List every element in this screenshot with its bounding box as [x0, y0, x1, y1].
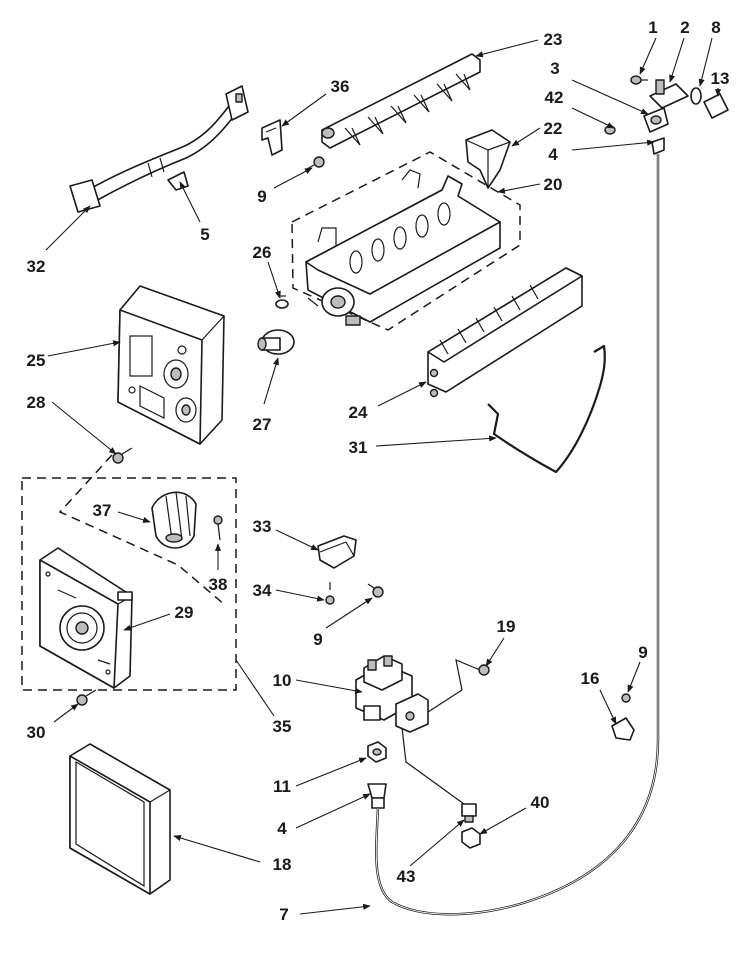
label-part-27: 27: [253, 415, 272, 434]
fitting-part-4-upper: [651, 137, 665, 155]
label-part-13: 13: [711, 69, 730, 88]
label-part-42: 42: [545, 88, 564, 107]
label-part-23: 23: [544, 30, 563, 49]
thermostat-part-27: [257, 329, 295, 355]
label-part-36: 36: [331, 77, 350, 96]
label-part-9-a: 9: [257, 187, 266, 206]
label-part-16: 16: [581, 669, 600, 688]
bracket-part-22: [465, 129, 511, 189]
screw-part-19: [478, 664, 490, 676]
label-part-20: 20: [544, 175, 563, 194]
label-part-1: 1: [648, 18, 657, 37]
mold-top-part-23: [321, 53, 481, 149]
sleeve-part-2: [649, 79, 689, 109]
label-part-4-top: 4: [548, 145, 558, 164]
clip-part-5: [167, 171, 189, 191]
label-part-11: 11: [273, 777, 291, 796]
module-part-29: [39, 547, 133, 689]
valve-to-fitting-line: [401, 727, 465, 805]
label-part-30: 30: [27, 723, 46, 742]
bracket-part-33: [317, 535, 357, 569]
label-part-43: 43: [397, 867, 416, 886]
label-part-19: 19: [497, 617, 516, 636]
screw-part-34: [325, 582, 335, 605]
label-part-29: 29: [175, 603, 194, 622]
nut-part-11: [367, 741, 387, 763]
label-part-35: 35: [273, 717, 292, 736]
label-part-9-c: 9: [638, 643, 647, 662]
spacer-part-26: [275, 295, 289, 309]
label-part-34: 34: [253, 581, 272, 600]
label-part-2: 2: [680, 18, 689, 37]
motor-part-37: [151, 491, 197, 549]
label-part-40: 40: [531, 793, 550, 812]
screw-part-28: [112, 447, 133, 464]
screw-part-38: [213, 515, 223, 541]
washer-part-8: [690, 87, 702, 105]
water-valve-part-10: [355, 655, 481, 733]
label-part-5: 5: [200, 225, 209, 244]
label-part-4-bottom: 4: [277, 819, 287, 838]
fitting-part-4-lower: [367, 783, 387, 809]
label-part-32: 32: [27, 257, 46, 276]
clip-part-36: [261, 119, 283, 156]
label-part-33: 33: [253, 517, 272, 536]
fitting-part-43: [461, 803, 477, 823]
inlet-fitting-part-3: [643, 107, 669, 133]
label-part-28: 28: [27, 393, 46, 412]
label-part-37: 37: [93, 501, 112, 520]
label-part-18: 18: [273, 855, 292, 874]
label-part-38: 38: [209, 575, 228, 594]
nut-part-40: [461, 827, 481, 849]
screw-part-9-b: [367, 583, 384, 598]
screw-part-9-c: [621, 693, 631, 703]
ice-maker-mold-part-20: [305, 169, 501, 326]
label-part-26: 26: [253, 243, 272, 262]
leader-lines: [45, 37, 722, 915]
wire-harness-part-32: [69, 85, 249, 213]
shutoff-arm-part-31: [487, 344, 606, 474]
screw-part-9-a: [304, 156, 325, 171]
housing-part-25: [117, 285, 225, 445]
insert-part-13: [703, 93, 729, 119]
label-part-31: 31: [349, 438, 368, 457]
label-part-24: 24: [349, 403, 368, 422]
motor-assembly-outline: [21, 477, 237, 691]
label-part-22: 22: [544, 119, 563, 138]
label-part-3: 3: [550, 59, 559, 78]
part-number-labels: 1 2 8 23 3 13 36 42 22 4 9 20 5 32 26 25…: [27, 18, 730, 924]
cover-part-18: [69, 743, 171, 895]
screw-part-30: [76, 689, 97, 706]
label-part-10: 10: [273, 671, 292, 690]
clamp-part-16: [611, 717, 635, 741]
ice-maker-assembly-outline: [291, 151, 521, 331]
stripper-part-24: [427, 267, 583, 398]
label-part-25: 25: [27, 351, 46, 370]
label-part-7: 7: [279, 905, 288, 924]
motor-assembly-link-line: [58, 454, 226, 606]
label-part-9-b: 9: [313, 630, 322, 649]
label-part-8: 8: [711, 18, 720, 37]
screw-part-1: [630, 75, 648, 85]
